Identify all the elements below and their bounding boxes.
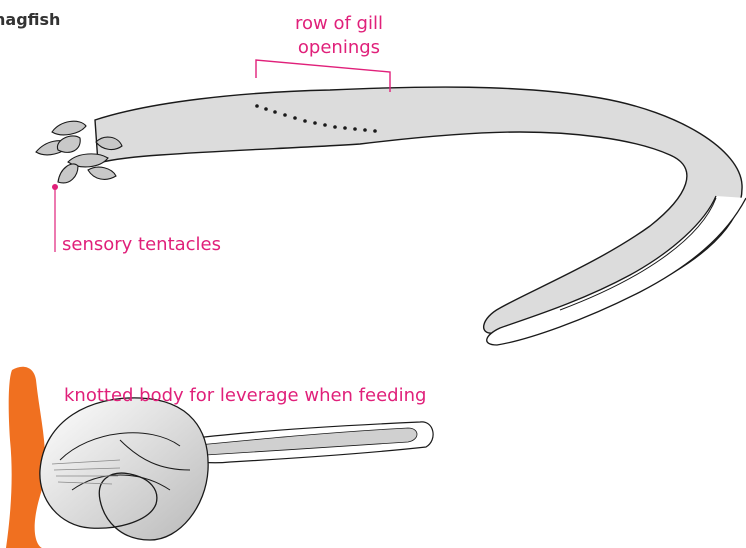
prey-carcass	[6, 367, 45, 548]
knotted-hagfish	[40, 398, 433, 540]
label-gill-openings: row of gill openings	[264, 12, 414, 60]
gill-bracket	[256, 60, 390, 92]
label-sensory-tentacles: sensory tentacles	[62, 236, 221, 254]
label-knotted-body: knotted body for leverage when feeding	[64, 387, 426, 405]
page-title: hagfish	[0, 10, 60, 29]
hagfish-body	[95, 87, 742, 333]
